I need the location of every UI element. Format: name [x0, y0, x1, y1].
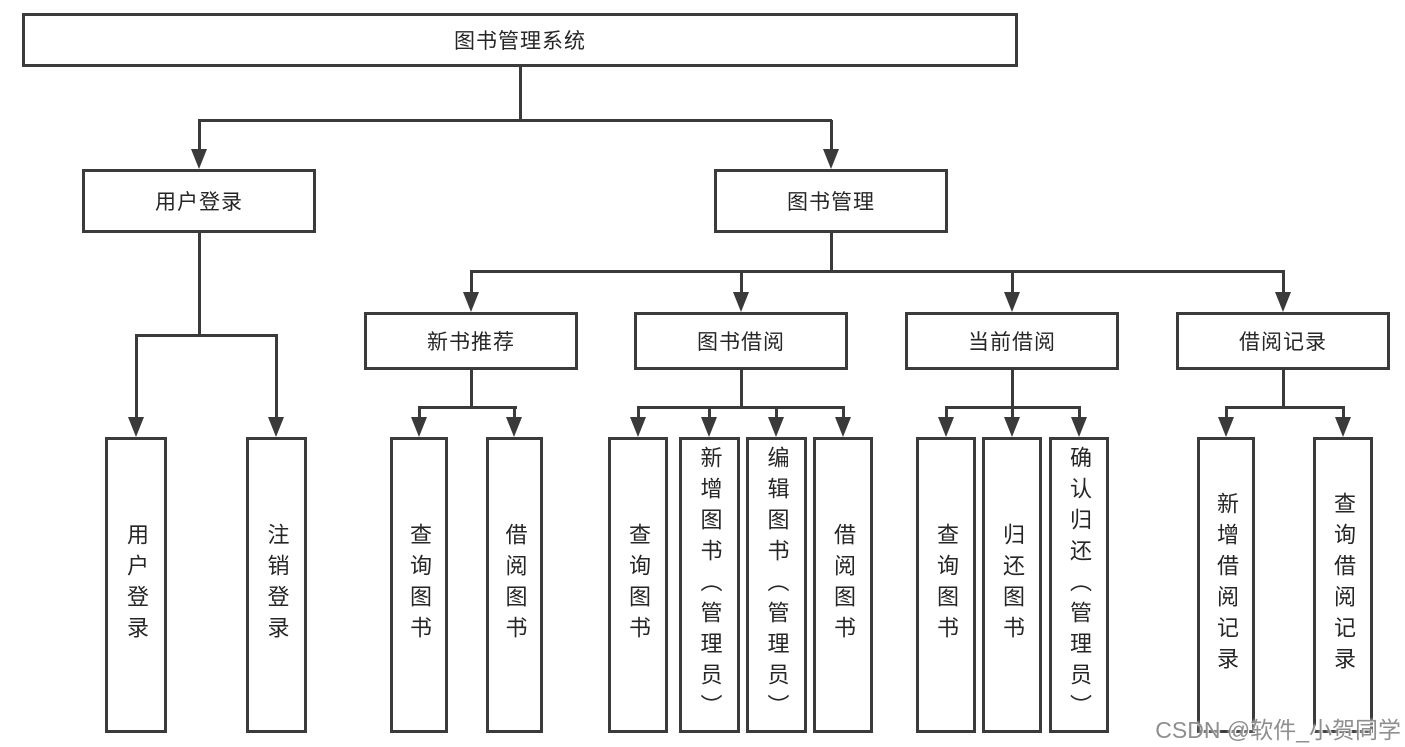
arrowhead-icon — [733, 292, 749, 312]
connector-line — [1342, 407, 1345, 419]
connector-line — [1011, 407, 1014, 419]
arrowhead-icon — [823, 149, 839, 169]
leaf-query-books-current: 查询图书 — [916, 437, 976, 733]
arrowhead-icon — [463, 292, 479, 312]
connector-line — [637, 407, 640, 419]
connector-line — [198, 120, 201, 150]
connector-line — [1011, 370, 1014, 409]
leaf-borrow-books-recommend: 借阅图书 — [486, 437, 543, 733]
csdn-watermark: CSDN @软件_小贺同学 — [1155, 717, 1401, 743]
arrowhead-icon — [835, 417, 851, 437]
leaf-query-borrow-record: 查询借阅记录 — [1313, 437, 1373, 733]
connector-line — [418, 406, 517, 409]
connector-line — [637, 406, 845, 409]
connector-line — [945, 407, 948, 419]
node-current-borrow: 当前借阅 — [905, 312, 1119, 370]
node-borrow-records-label: 借阅记录 — [1239, 331, 1327, 354]
connector-line — [198, 119, 832, 122]
node-book-mgmt-label: 图书管理 — [787, 191, 875, 214]
node-root: 图书管理系统 — [22, 13, 1018, 67]
connector-line — [1011, 271, 1014, 294]
connector-line — [519, 67, 522, 121]
connector-line — [470, 370, 473, 409]
connector-line — [1282, 271, 1285, 294]
connector-line — [135, 335, 138, 419]
leaf-add-books-admin: 新增图书（管理员） — [679, 437, 740, 733]
connector-line — [740, 271, 743, 294]
arrowhead-icon — [268, 417, 284, 437]
arrowhead-icon — [506, 417, 522, 437]
connector-line — [513, 407, 516, 419]
leaf-query-books-borrow: 查询图书 — [608, 437, 668, 733]
arrowhead-icon — [1335, 417, 1351, 437]
connector-line — [198, 233, 201, 336]
connector-line — [135, 334, 278, 337]
leaf-borrow-books: 借阅图书 — [813, 437, 873, 733]
leaf-add-borrow-record-label: 新增借阅记录 — [1214, 492, 1239, 678]
leaf-edit-books-admin-label: 编辑图书（管理员） — [764, 445, 790, 725]
connector-line — [1225, 407, 1228, 419]
arrowhead-icon — [768, 417, 784, 437]
arrowhead-icon — [411, 417, 427, 437]
leaf-query-books-borrow-label: 查询图书 — [626, 523, 651, 647]
leaf-query-books-recommend-label: 查询图书 — [407, 523, 432, 647]
leaf-user-login-label: 用户登录 — [124, 523, 149, 647]
connector-line — [830, 120, 833, 150]
leaf-edit-books-admin: 编辑图书（管理员） — [746, 437, 807, 733]
arrowhead-icon — [1218, 417, 1234, 437]
connector-line — [275, 335, 278, 419]
arrowhead-icon — [1004, 292, 1020, 312]
leaf-logout-label: 注销登录 — [264, 523, 290, 647]
connector-line — [470, 271, 473, 294]
leaf-logout: 注销登录 — [246, 437, 307, 733]
arrowhead-icon — [191, 149, 207, 169]
leaf-borrow-books-label: 借阅图书 — [831, 523, 856, 647]
arrowhead-icon — [701, 417, 717, 437]
leaf-add-books-admin-label: 新增图书（管理员） — [697, 445, 723, 725]
leaf-user-login: 用户登录 — [105, 437, 167, 733]
arrowhead-icon — [630, 417, 646, 437]
arrowhead-icon — [128, 417, 144, 437]
node-user-login: 用户登录 — [82, 169, 316, 233]
leaf-return-books-label: 归还图书 — [1000, 523, 1025, 647]
arrowhead-icon — [1275, 292, 1291, 312]
connector-line — [470, 270, 1285, 273]
arrowhead-icon — [1004, 417, 1020, 437]
leaf-borrow-books-recommend-label: 借阅图书 — [502, 523, 528, 647]
leaf-confirm-return-admin-label: 确认归还（管理员） — [1067, 445, 1092, 725]
leaf-query-borrow-record-label: 查询借阅记录 — [1331, 492, 1356, 678]
leaf-query-books-recommend: 查询图书 — [390, 437, 448, 733]
node-root-label: 图书管理系统 — [454, 30, 586, 53]
leaf-query-books-current-label: 查询图书 — [934, 523, 959, 647]
connector-line — [1282, 370, 1285, 409]
node-book-mgmt: 图书管理 — [714, 169, 948, 233]
node-book-borrow-label: 图书借阅 — [697, 331, 785, 354]
connector-line — [708, 407, 711, 419]
node-current-borrow-label: 当前借阅 — [968, 331, 1056, 354]
node-borrow-records: 借阅记录 — [1176, 312, 1390, 370]
leaf-confirm-return-admin: 确认归还（管理员） — [1049, 437, 1109, 733]
node-new-book-recommend-label: 新书推荐 — [427, 331, 515, 354]
connector-line — [1078, 407, 1081, 419]
connector-line — [418, 407, 421, 419]
arrowhead-icon — [1071, 417, 1087, 437]
connector-line — [830, 233, 833, 273]
node-user-login-label: 用户登录 — [155, 191, 243, 214]
node-new-book-recommend: 新书推荐 — [364, 312, 578, 370]
leaf-return-books: 归还图书 — [982, 437, 1042, 733]
connector-line — [1225, 406, 1345, 409]
connector-line — [775, 407, 778, 419]
arrowhead-icon — [938, 417, 954, 437]
connector-line — [740, 370, 743, 409]
node-book-borrow: 图书借阅 — [634, 312, 848, 370]
connector-line — [842, 407, 845, 419]
leaf-add-borrow-record: 新增借阅记录 — [1197, 437, 1255, 733]
